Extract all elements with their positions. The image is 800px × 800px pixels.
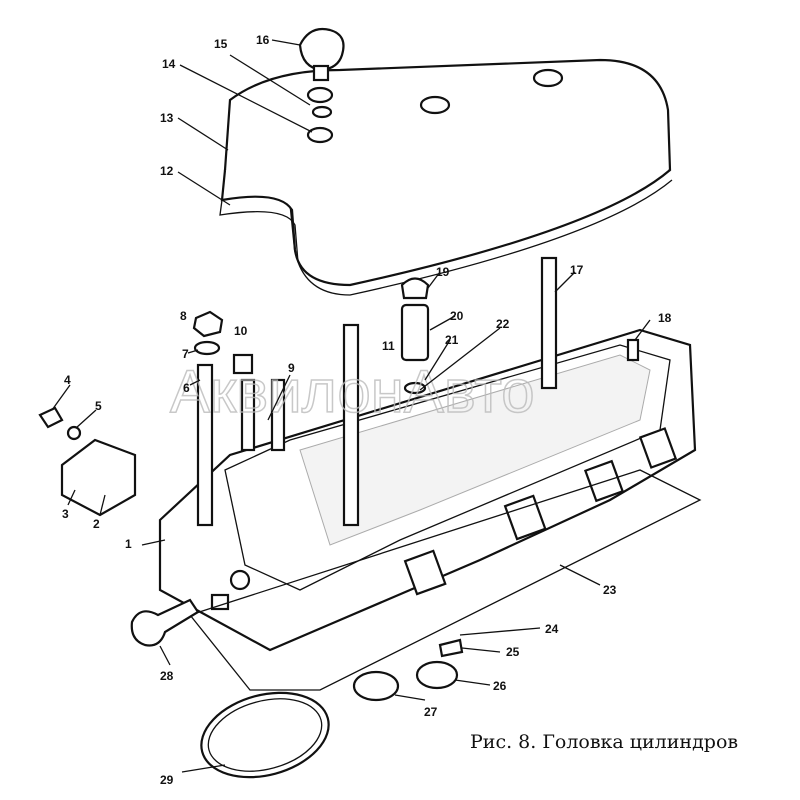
- callout-12: 12: [160, 164, 174, 178]
- callout-20: 20: [450, 309, 464, 323]
- callout-23: 23: [603, 583, 617, 597]
- callout-7: 7: [182, 347, 189, 361]
- callout-11: 11: [382, 339, 395, 353]
- sleeve: [240, 378, 256, 452]
- plug: [130, 598, 200, 647]
- nut: [400, 277, 430, 300]
- washer: [66, 425, 82, 441]
- callout-27: 27: [424, 705, 438, 719]
- callout-4: 4: [64, 373, 71, 387]
- fitting: [626, 338, 640, 362]
- washer: [311, 105, 333, 119]
- stud: [342, 323, 360, 527]
- callout-5: 5: [95, 399, 102, 413]
- side-cover: [60, 438, 137, 517]
- watermark: АквилонАвто: [170, 358, 535, 425]
- callout-22: 22: [496, 317, 510, 331]
- bushing: [232, 353, 254, 375]
- oil-filler-cap: [298, 27, 345, 82]
- callout-26: 26: [493, 679, 507, 693]
- callout-24: 24: [545, 622, 559, 636]
- callout-labels: 1 2 3 4 5 6 7 8 9 10 11 12 13 14 15 16 1…: [62, 33, 672, 787]
- callout-6: 6: [183, 381, 190, 395]
- callout-1: 1: [125, 537, 132, 551]
- cylinder-head: [158, 328, 697, 652]
- washer: [403, 381, 427, 395]
- nut: [192, 310, 224, 338]
- callout-14: 14: [162, 57, 176, 71]
- washer: [193, 340, 221, 356]
- callout-10: 10: [234, 324, 248, 338]
- callout-13: 13: [160, 111, 174, 125]
- callout-25: 25: [506, 645, 520, 659]
- callout-2: 2: [93, 517, 100, 531]
- callout-3: 3: [62, 507, 69, 521]
- stud: [540, 256, 558, 390]
- sleeve: [270, 378, 286, 452]
- callout-17: 17: [570, 263, 584, 277]
- sealing-ring: [200, 691, 330, 779]
- valve-cover: [219, 58, 673, 296]
- stud: [196, 363, 214, 527]
- pin: [438, 638, 464, 658]
- ring: [415, 660, 459, 690]
- leader-lines: [51, 39, 651, 773]
- injector-sleeve: [400, 303, 430, 362]
- callout-29: 29: [160, 773, 174, 787]
- ring: [352, 670, 400, 702]
- figure-caption: Рис. 8. Головка цилиндров: [470, 731, 738, 753]
- callout-18: 18: [658, 311, 672, 325]
- callout-8: 8: [180, 309, 187, 323]
- callout-28: 28: [160, 669, 174, 683]
- head-gasket: [188, 469, 702, 691]
- callout-19: 19: [436, 265, 450, 279]
- callout-21: 21: [445, 333, 459, 347]
- callout-16: 16: [256, 33, 270, 47]
- bolt: [38, 406, 64, 429]
- callout-9: 9: [288, 361, 295, 375]
- callout-15: 15: [214, 37, 228, 51]
